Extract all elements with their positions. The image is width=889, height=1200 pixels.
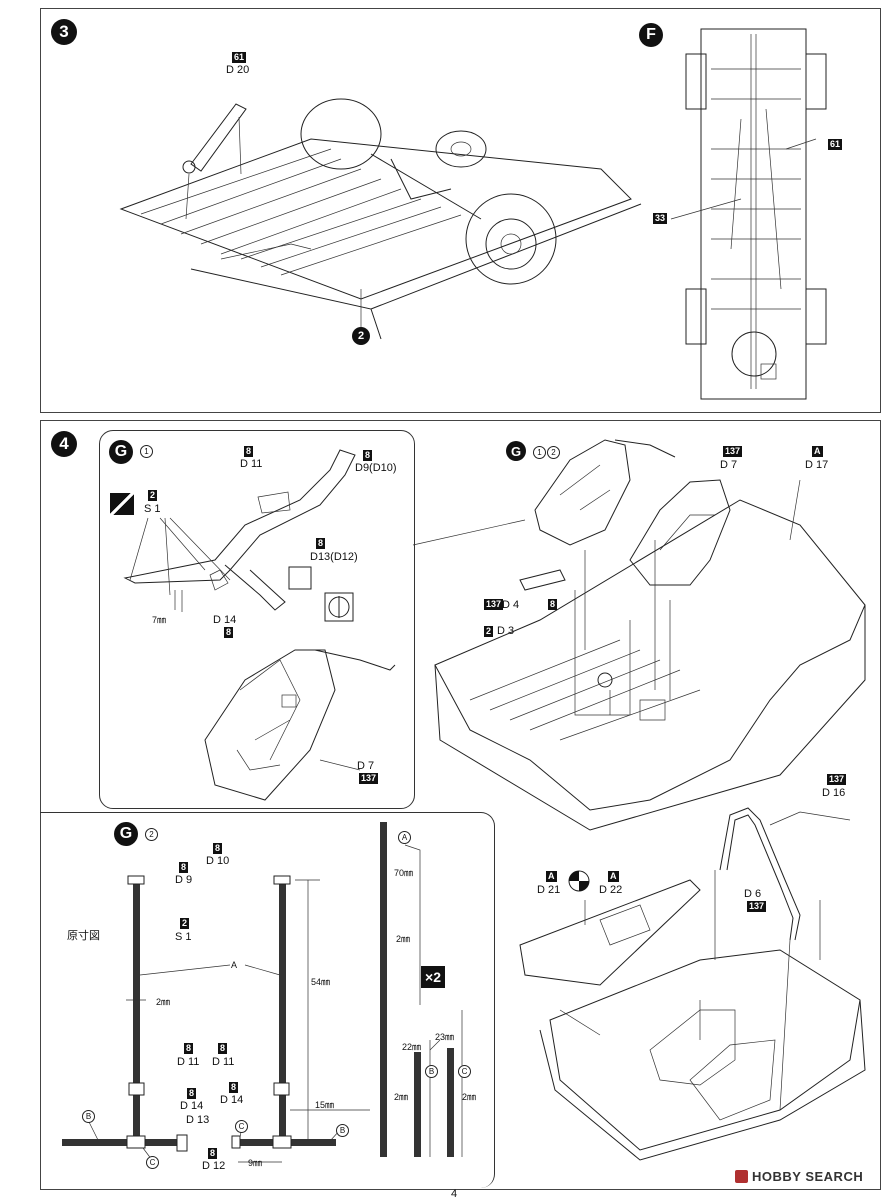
g1-letter-G: G [109, 440, 133, 464]
g1-number: 1 [140, 445, 153, 458]
g1-subpanel [99, 430, 415, 809]
strips-label-C: C [458, 1065, 471, 1078]
g12-d17: D 17 [805, 459, 829, 471]
g1-sticker-icon [110, 493, 134, 515]
g12-tag-8: 8 [548, 599, 558, 610]
strips-dim2c: 2㎜ [462, 1092, 477, 1102]
g2-dim2: 2㎜ [156, 997, 171, 1007]
g12-d7: D 7 [720, 459, 738, 471]
g2-label-C2: C [235, 1120, 248, 1133]
g12-tag-137b: 137 [484, 599, 504, 610]
rollbar-tag-137b: 137 [747, 901, 767, 912]
g2-tag-8c: 8 [184, 1043, 194, 1054]
step3-callout-2: 2 [352, 327, 370, 345]
logo-icon [735, 1170, 748, 1183]
g2-tag-8f: 8 [229, 1082, 239, 1093]
g2-tag-8a: 8 [213, 843, 223, 854]
g1-tag-137: 137 [359, 773, 379, 784]
page-number: 4 [451, 1188, 458, 1200]
g2-label-B1: B [82, 1110, 95, 1123]
g1-tag-2: 2 [148, 490, 158, 501]
rollbar-d21: D 21 [537, 884, 561, 896]
g2-dim54: 54㎜ [311, 977, 331, 987]
g12-number-2: 2 [547, 446, 560, 459]
g12-d4: D 4 [502, 599, 520, 611]
strips-label-A: A [398, 831, 411, 844]
rollbar-tag-A1: A [546, 871, 557, 882]
g1-d11: D 11 [240, 458, 263, 470]
rollbar-tag-137: 137 [827, 774, 847, 785]
strips-label-B: B [425, 1065, 438, 1078]
g2-s1: S 1 [175, 931, 192, 943]
g2-d11b: D 11 [212, 1056, 235, 1068]
step3-part-code: D 20 [226, 64, 250, 76]
g2-d14a: D 14 [180, 1100, 204, 1112]
strips-dim22: 22㎜ [402, 1042, 422, 1052]
g2-d14b: D 14 [220, 1094, 244, 1106]
g2-label-A: A [231, 960, 238, 970]
g1-tag-8c: 8 [316, 538, 326, 549]
g1-tag-8a: 8 [244, 446, 254, 457]
g2-label-C1: C [146, 1156, 159, 1169]
g2-label-B2: B [336, 1124, 349, 1137]
step4-panel: 4 [40, 420, 881, 1190]
rollbar-tag-A2: A [608, 871, 619, 882]
g2-actual-size-label: 原寸図 [67, 930, 100, 942]
hobby-search-logo: HOBBY SEARCH [735, 1169, 863, 1184]
g2-d10: D 10 [206, 855, 230, 867]
g2-letter-G: G [114, 822, 138, 846]
g1-d14: D 14 [213, 614, 237, 626]
step3-part-tag: 61 [232, 52, 247, 63]
strips-dim70: 70㎜ [394, 868, 414, 878]
g12-tag-A: A [812, 446, 823, 457]
chassis-underside-drawing [670, 28, 827, 400]
g1-d9: D9(D10) [355, 462, 397, 474]
times-two-badge: ×2 [421, 966, 445, 988]
letter-F: F [639, 23, 663, 47]
g2-d13: D 13 [186, 1114, 210, 1126]
g1-s1: S 1 [144, 503, 161, 515]
strips-dim2b: 2㎜ [394, 1092, 409, 1102]
strips-dim2a: 2㎜ [396, 934, 411, 944]
chassis-drawing [119, 98, 642, 340]
g2-number: 2 [145, 828, 158, 841]
rollbar-d6: D 6 [744, 888, 762, 900]
g2-dim9: 9㎜ [248, 1158, 263, 1168]
g1-dim7: 7㎜ [152, 615, 167, 625]
g12-letter-G: G [506, 441, 526, 461]
g1-d13: D13(D12) [310, 551, 358, 563]
g1-tag-8d: 8 [224, 627, 234, 638]
g2-d11a: D 11 [177, 1056, 200, 1068]
g12-tag-2: 2 [484, 626, 494, 637]
g1-tag-8b: 8 [363, 450, 373, 461]
g2-tag-8e: 8 [187, 1088, 197, 1099]
stepF-tag-61: 61 [828, 139, 843, 150]
step-number-4: 4 [51, 431, 77, 457]
stepF-tag-33: 33 [653, 213, 668, 224]
g2-tag-8b: 8 [179, 862, 189, 873]
rollbar-d22: D 22 [599, 884, 623, 896]
g1-d7: D 7 [357, 760, 375, 772]
g2-tag-8d: 8 [218, 1043, 228, 1054]
rollbar-d16: D 16 [822, 787, 846, 799]
logo-text: HOBBY SEARCH [752, 1169, 864, 1184]
g2-tag-2: 2 [180, 918, 190, 929]
g2-tag-8g: 8 [208, 1148, 218, 1159]
g2-d9: D 9 [175, 874, 193, 886]
g2-subpanel [40, 812, 495, 1188]
g2-dim15: 15㎜ [315, 1100, 335, 1110]
step-number-3: 3 [51, 19, 77, 45]
step3-panel: 3 61 D 20 2 F [40, 8, 881, 413]
g12-d3: D 3 [497, 625, 515, 637]
g12-tag-137: 137 [723, 446, 743, 457]
g2-d12: D 12 [202, 1160, 226, 1172]
g12-number-1: 1 [533, 446, 546, 459]
strips-dim23: 23㎜ [435, 1032, 455, 1042]
